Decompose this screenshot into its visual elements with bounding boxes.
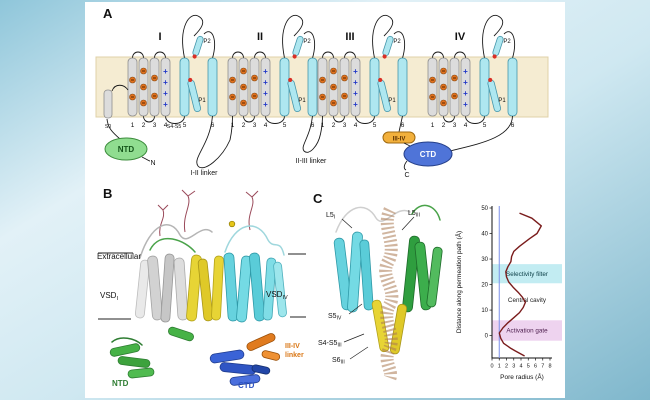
panel-a: A I II III IV S0 S4-S5 NTD N I-II linker… — [95, 6, 549, 179]
linker-III-IV-helix — [246, 333, 281, 361]
linker-I-II-loop — [196, 115, 233, 169]
n-terminus-squiggle — [141, 156, 151, 162]
linker-III-IV-label-line1: III-IV — [285, 343, 300, 350]
panel-c: C L5I L5III S5IV S4-S5III S6III Se — [313, 191, 562, 381]
leader-l5III — [401, 216, 415, 231]
ctd-label: CTD — [420, 150, 437, 159]
l5-III-label: L5III — [408, 210, 420, 219]
plot-x-tick-label: 8 — [548, 364, 551, 370]
n-terminus-label: N — [150, 160, 155, 167]
ntd-label: NTD — [118, 145, 135, 154]
linker-II-III-loop — [302, 115, 323, 153]
plot-x-tick-label: 5 — [527, 364, 530, 370]
panel-a-label: A — [103, 6, 113, 21]
s5-IV-label: S5IV — [328, 313, 342, 322]
extracellular-label: Extracellular — [97, 252, 141, 261]
s4s5-label: S4-S5 — [167, 124, 182, 130]
plot-y-tick-label: 30 — [481, 257, 488, 263]
leader-s6III — [349, 346, 369, 360]
ntd-s0-connector — [106, 118, 121, 140]
extracellular-loops-gray — [139, 223, 213, 259]
domain-III-numeral: III — [345, 31, 354, 43]
linker-III-IV-connector — [398, 115, 403, 133]
c-terminus-squiggle — [403, 160, 408, 171]
plot-x-axis-label: Pore radius (Å) — [500, 372, 544, 381]
plot-x-tick-label: 6 — [534, 364, 537, 370]
c-terminus-label: C — [404, 172, 409, 179]
pore-top-loop-green — [411, 204, 441, 221]
glycan-sticks — [157, 189, 259, 237]
transmembrane-helices — [134, 252, 287, 323]
s4s5-III-label: S4-S5III — [318, 340, 342, 349]
plot-y-tick-label: 40 — [481, 232, 488, 238]
panel-b: B — [97, 186, 306, 390]
panel-b-label: B — [103, 186, 112, 201]
plot-y-tick-label: 0 — [485, 334, 489, 340]
leader-l5I — [341, 218, 353, 229]
plot-x-tick-label: 2 — [505, 364, 508, 370]
plot-region-label: Activation gate — [506, 328, 548, 335]
green-helix-bottom — [168, 326, 194, 342]
plot-x-tick-label: 3 — [512, 364, 515, 370]
plot-y-tick-label: 20 — [481, 283, 488, 289]
vsd-I-label: VSDI — [100, 291, 118, 302]
plot-y-tick-label: 10 — [481, 308, 488, 314]
plot-x-tick-label: 1 — [498, 364, 501, 370]
s6-III-label: S6III — [332, 357, 345, 366]
leader-s5IV — [348, 303, 363, 315]
segment-s0 — [103, 89, 113, 119]
plot-x-tick-label: 4 — [519, 364, 522, 370]
s6IV-ctd-connector — [449, 115, 513, 152]
bound-ion — [228, 220, 236, 228]
l5-I-label: L5I — [326, 212, 335, 221]
domain-I-numeral: I — [158, 31, 161, 43]
pore-radius-curve — [498, 212, 542, 357]
pore-top-loops-white — [335, 206, 411, 233]
ntd-oval — [104, 137, 148, 161]
domain-IV-numeral: IV — [455, 31, 466, 43]
s0-s1-connector — [111, 84, 129, 92]
plot-region-band — [492, 264, 562, 284]
plot-y-axis-label: Distance along permeation path (Å) — [454, 231, 463, 333]
ctd-label-b: CTD — [238, 381, 255, 390]
linker-II-III-label: II-III linker — [296, 158, 327, 165]
plot-x-tick-label: 0 — [490, 364, 493, 370]
leader-s4s5III — [343, 333, 365, 343]
ntd-bundle — [109, 337, 155, 379]
s0-label: S0 — [105, 124, 111, 130]
ctd-oval — [403, 141, 453, 167]
plot-region-band — [492, 320, 562, 341]
plot-x-tick-label: 7 — [541, 364, 544, 370]
plot-region-label: Selectivity filter — [506, 271, 548, 278]
plot-y-tick-label: 50 — [481, 206, 488, 212]
linker-III-IV-label-line2: linker — [285, 352, 304, 359]
linker-I-II-label: I-II linker — [191, 170, 219, 177]
ntd-label-b: NTD — [112, 379, 129, 388]
panel-c-label: C — [313, 191, 323, 206]
vsd-IV-label: VSDIV — [266, 290, 288, 301]
linker-III-IV-box-label: III-IV — [393, 137, 406, 143]
domain-II-numeral: II — [257, 31, 263, 43]
linker-III-IV-box — [382, 131, 416, 144]
extracellular-loops-cyan — [224, 225, 285, 256]
plot-region-label: Central cavity — [508, 297, 547, 304]
extracellular-loop-green — [149, 237, 196, 253]
ctd-bundle — [209, 349, 271, 386]
